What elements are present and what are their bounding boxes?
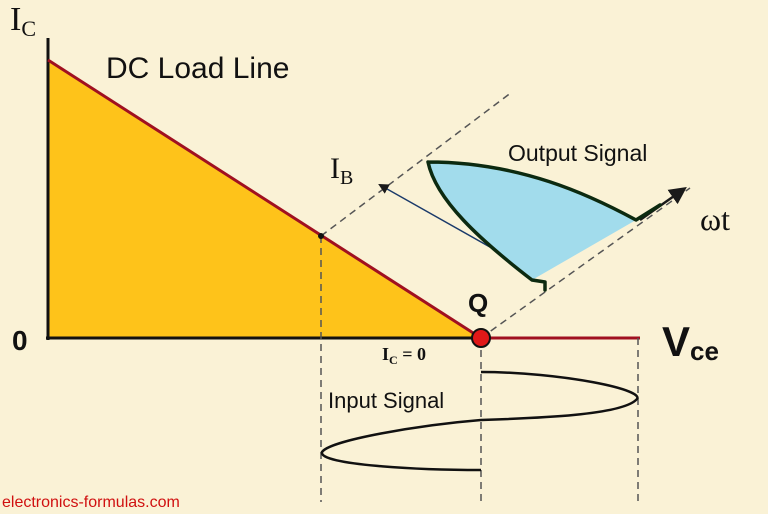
y-axis-label: IC bbox=[10, 1, 36, 41]
dashed-diagonal-lower bbox=[480, 187, 691, 339]
watermark-text: electronics-formulas.com bbox=[2, 494, 180, 511]
q-point-label: Q bbox=[468, 288, 488, 318]
q-point-marker bbox=[471, 328, 491, 348]
dc-load-line bbox=[47, 58, 482, 340]
time-axis-label: ωt bbox=[700, 201, 730, 237]
load-line-point-marker bbox=[318, 233, 324, 239]
output-signal-label: Output Signal bbox=[508, 140, 647, 166]
input-signal-waveform bbox=[320, 370, 639, 472]
ic-zero-label: IC = 0 bbox=[382, 344, 426, 367]
input-signal-label: Input Signal bbox=[328, 388, 444, 413]
origin-label: 0 bbox=[12, 325, 28, 356]
output-signal-curve bbox=[426, 160, 662, 292]
base-current-label: IB bbox=[330, 152, 353, 189]
output-signal-fill bbox=[428, 162, 636, 280]
x-axis-label: Vce bbox=[662, 318, 719, 366]
dashed-diagonal-upper bbox=[320, 91, 513, 237]
load-line-label: DC Load Line bbox=[106, 52, 289, 85]
